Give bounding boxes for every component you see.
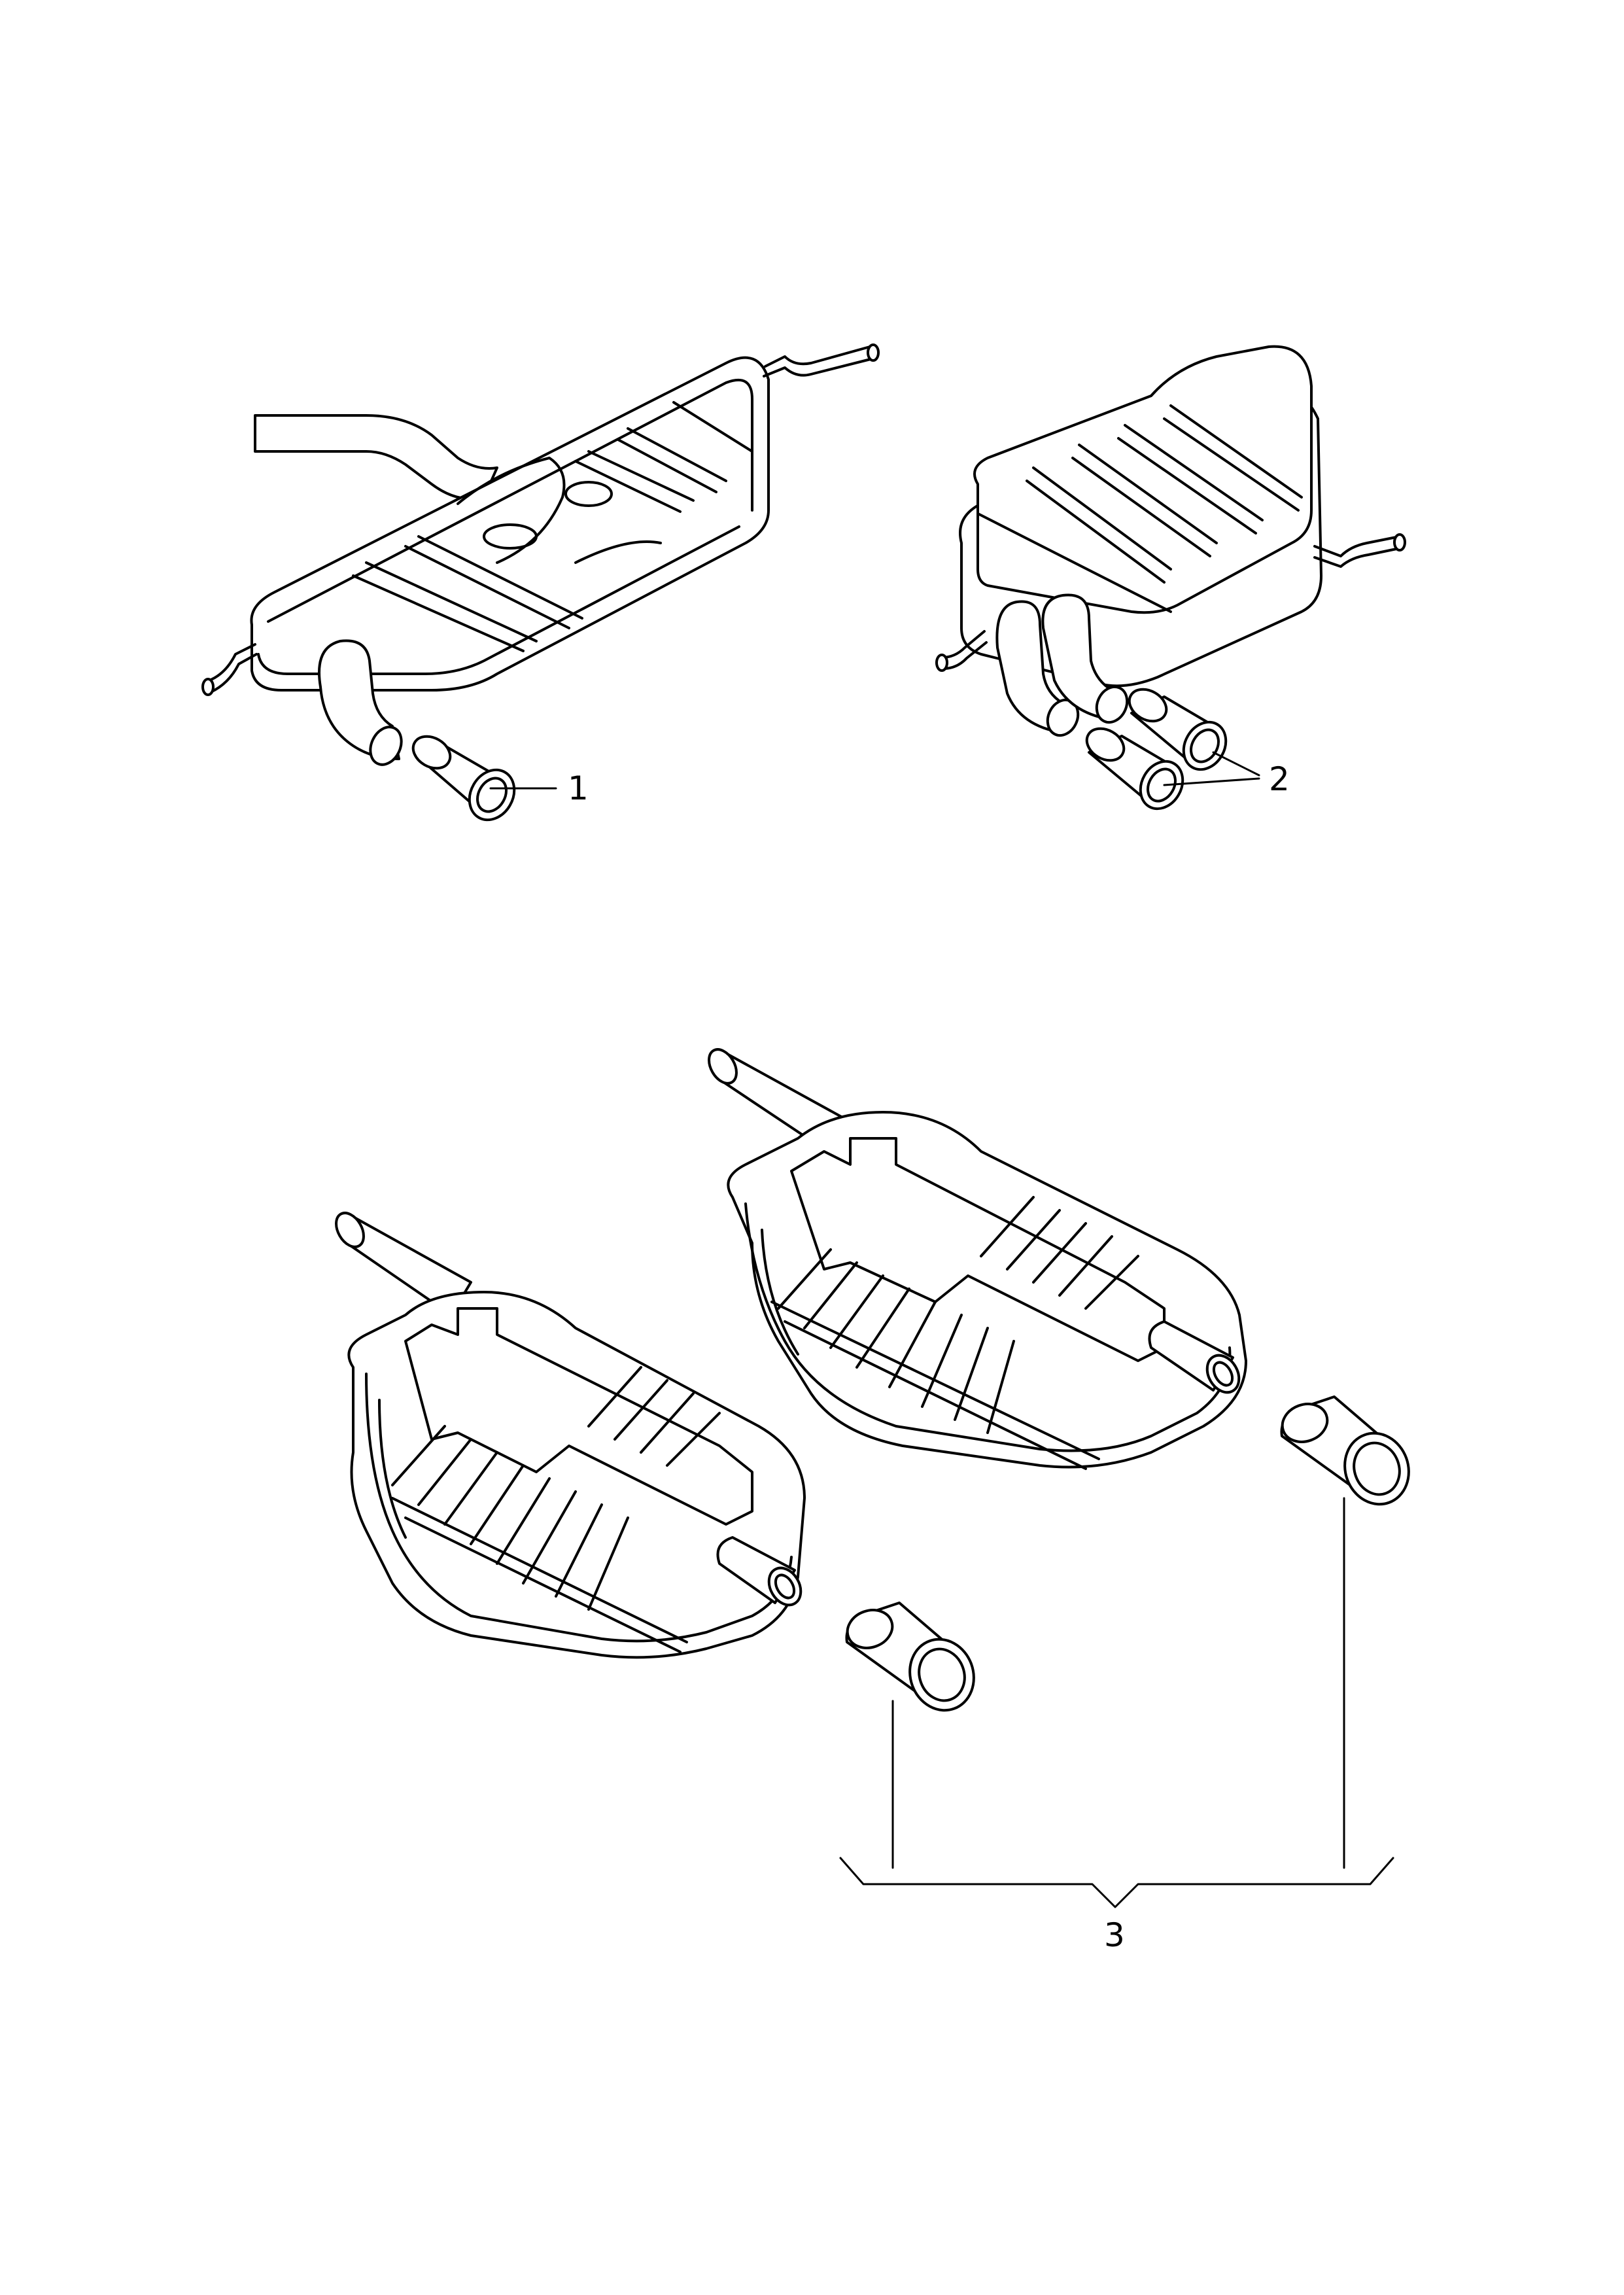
middle-silencer-left bbox=[335, 1212, 806, 1659]
rear-silencer-single-outlet bbox=[201, 343, 880, 822]
leader-line-2b bbox=[1163, 777, 1260, 786]
callout-number-2: 2 bbox=[1269, 760, 1290, 798]
callout-number-3: 3 bbox=[1104, 1916, 1125, 1954]
callout-2: 2 bbox=[1163, 751, 1290, 798]
tailpipe-trim-right-3 bbox=[1280, 1395, 1410, 1506]
bracket-3 bbox=[839, 1857, 1394, 1908]
callout-number-1: 1 bbox=[568, 769, 589, 807]
rear-silencer-dual-outlet bbox=[935, 345, 1406, 811]
leader-line-2a bbox=[1212, 751, 1260, 777]
callout-1: 1 bbox=[489, 769, 589, 807]
callout-3: 3 bbox=[839, 1497, 1394, 1954]
tailpipe-trim-left-3 bbox=[845, 1602, 975, 1712]
middle-silencer-right bbox=[708, 1048, 1247, 1470]
